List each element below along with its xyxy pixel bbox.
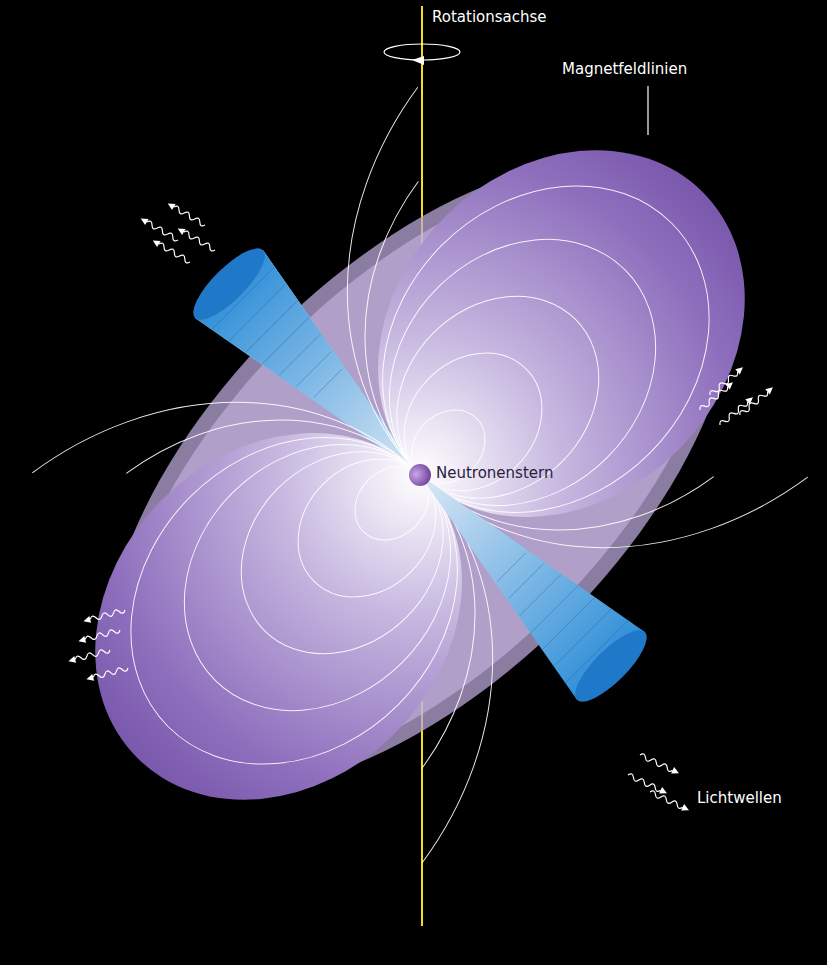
axis-label: Rotationsachse: [432, 8, 547, 26]
field-label: Magnetfeldlinien: [562, 60, 687, 78]
star-label: Neutronenstern: [436, 464, 553, 482]
wave-label: Lichtwellen: [697, 789, 782, 807]
